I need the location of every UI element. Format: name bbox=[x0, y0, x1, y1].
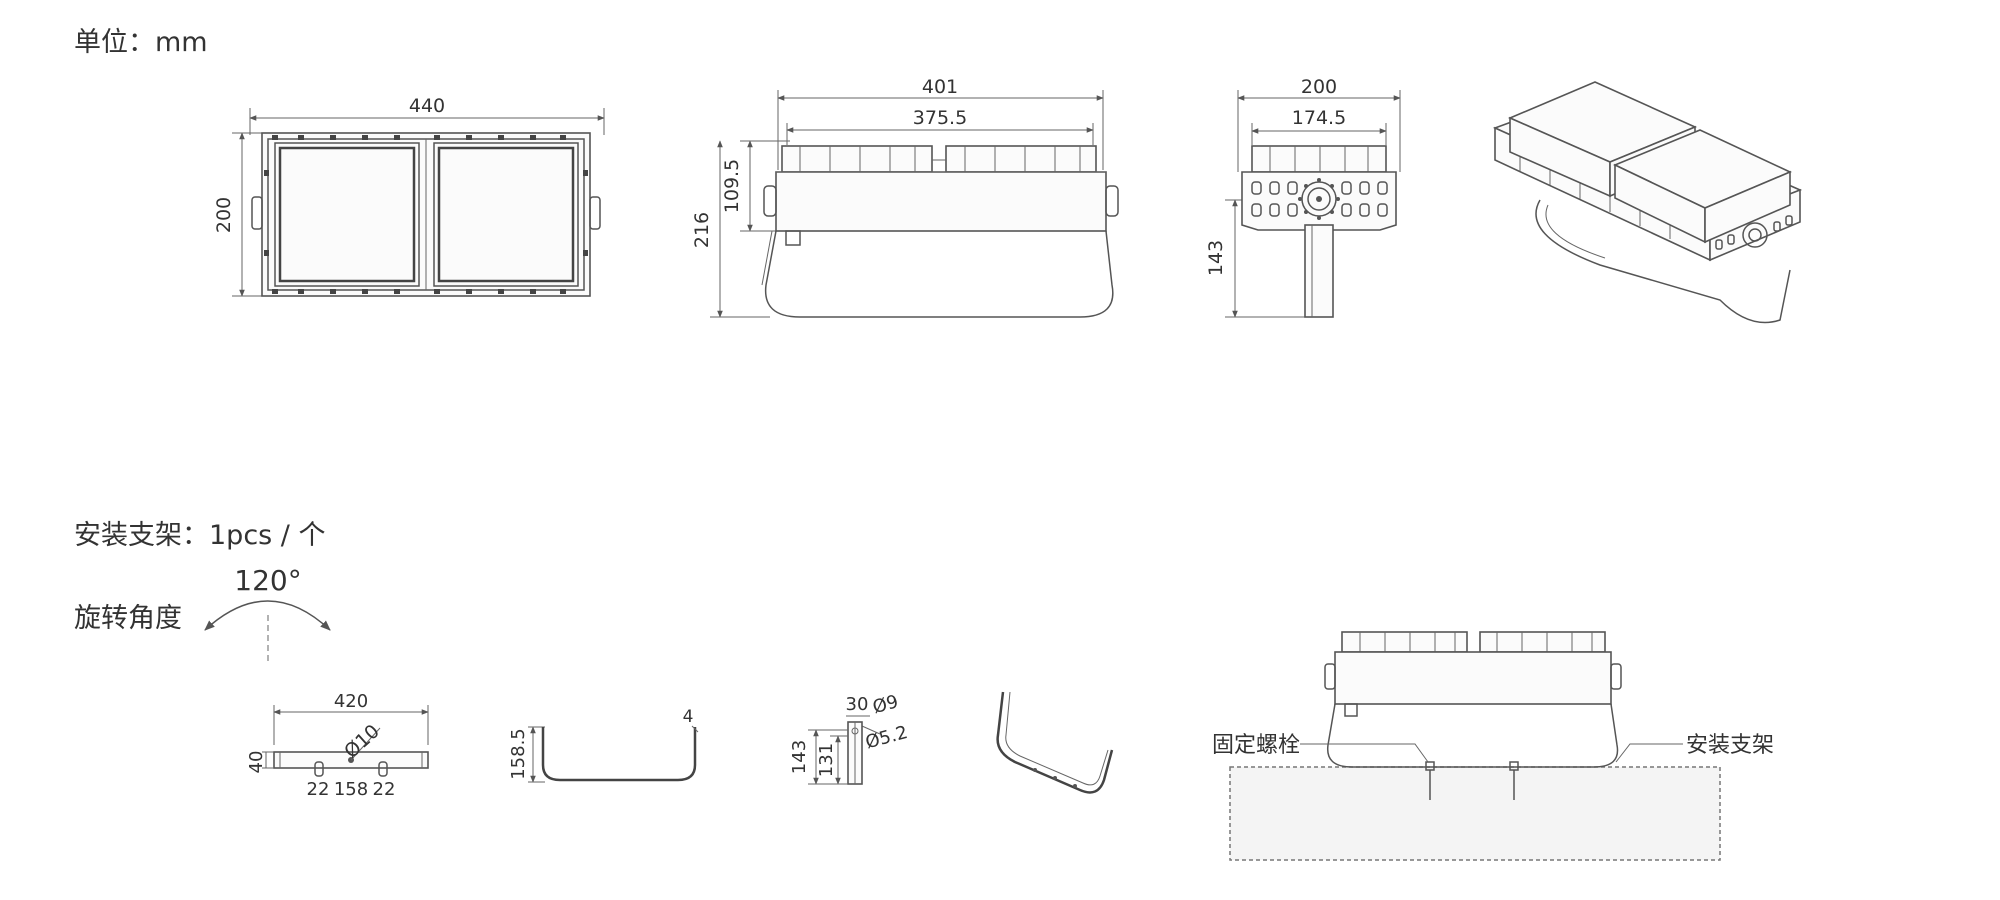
side-body-height-dim: 109.5 bbox=[721, 159, 743, 213]
bracket-side-height-dim: 158.5 bbox=[508, 728, 529, 780]
rotation-indicator: 120° bbox=[204, 564, 331, 665]
installation-view: 固定螺栓 安装支架 bbox=[1212, 631, 1774, 861]
bracket-side-thickness-dim: 4 bbox=[683, 707, 694, 727]
end-view: 200 174.5 143 bbox=[1205, 76, 1401, 318]
side-width-dim: 401 bbox=[922, 76, 958, 98]
side-view: 401 375.5 109.5 216 bbox=[691, 76, 1119, 318]
bracket-end-hole-large: Ø9 bbox=[870, 691, 900, 718]
bracket-spacing-right: 22 bbox=[373, 779, 396, 800]
bracket-heading: 安装支架：1pcs / 个 bbox=[74, 520, 326, 551]
bracket-isometric bbox=[996, 691, 1114, 794]
bolt-label: 固定螺栓 bbox=[1212, 733, 1300, 758]
end-bracket-height-dim: 143 bbox=[1205, 240, 1227, 276]
end-inner-width-dim: 174.5 bbox=[1292, 107, 1346, 129]
bracket-end-width-dim: 30 bbox=[846, 694, 869, 715]
bracket-length-dim: 420 bbox=[334, 691, 368, 712]
bracket-label: 安装支架 bbox=[1686, 733, 1774, 758]
side-total-height-dim: 216 bbox=[691, 212, 713, 248]
front-view: 440 200 bbox=[213, 95, 605, 297]
unit-heading: 单位：mm bbox=[74, 27, 208, 58]
end-width-dim: 200 bbox=[1301, 76, 1337, 98]
bracket-end-height-dim: 143 bbox=[789, 740, 810, 774]
rotation-angle-label: 120° bbox=[234, 564, 301, 597]
bracket-end-inner-height-dim: 131 bbox=[816, 743, 837, 777]
bracket-end-view: 30 Ø9 Ø5.2 143 131 bbox=[789, 691, 910, 785]
bracket-thickness-dim: 40 bbox=[246, 751, 267, 774]
front-height-dim: 200 bbox=[213, 197, 235, 233]
bracket-end-hole-small: Ø5.2 bbox=[863, 722, 910, 753]
side-inner-width-dim: 375.5 bbox=[913, 107, 967, 129]
bracket-spacing-left: 22 bbox=[307, 779, 330, 800]
rotation-heading: 旋转角度 bbox=[74, 603, 182, 634]
bracket-spacing-mid: 158 bbox=[334, 779, 368, 800]
bracket-top-view: 420 40 Ø10 22 158 22 bbox=[246, 691, 429, 800]
front-width-dim: 440 bbox=[409, 95, 445, 117]
bracket-side-view: 158.5 4 bbox=[508, 707, 699, 783]
isometric-view bbox=[1492, 81, 1803, 324]
